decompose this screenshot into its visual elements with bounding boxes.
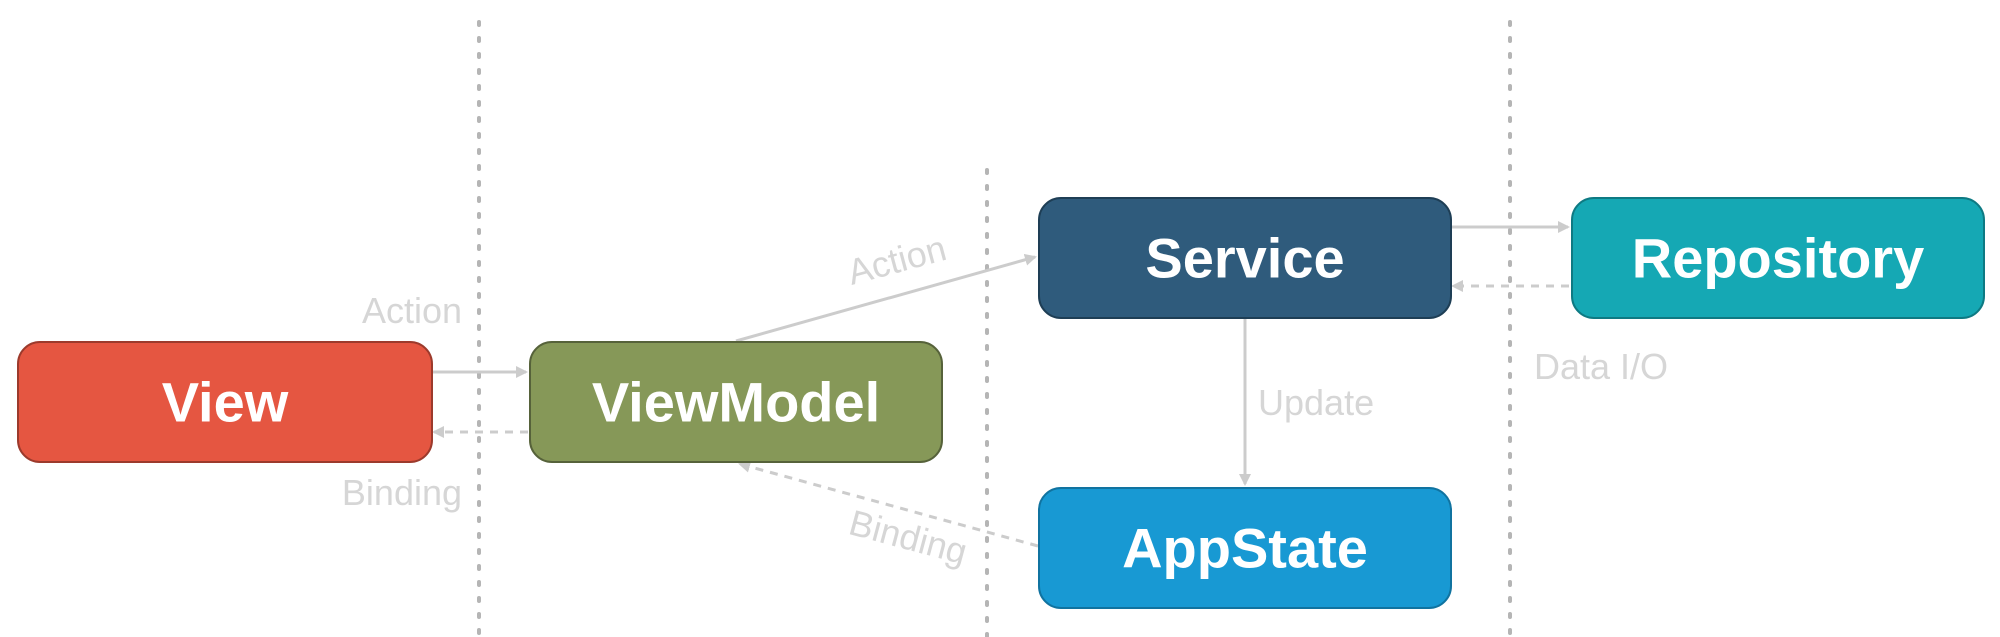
edge-label-view-action: Action bbox=[362, 290, 462, 331]
edge-label-data-io: Data I/O bbox=[1534, 346, 1668, 387]
edge-label-appstate-binding: Binding bbox=[845, 502, 972, 573]
node-view[interactable]: View bbox=[17, 341, 433, 463]
appstate-box bbox=[1038, 487, 1452, 609]
node-repository[interactable]: Repository bbox=[1571, 197, 1985, 319]
repository-box bbox=[1571, 197, 1985, 319]
view-box bbox=[17, 341, 433, 463]
service-box bbox=[1038, 197, 1452, 319]
viewmodel-box bbox=[529, 341, 943, 463]
appstate-label: AppState bbox=[1122, 517, 1368, 580]
service-label: Service bbox=[1145, 227, 1344, 290]
repository-label: Repository bbox=[1632, 227, 1925, 290]
edge-viewmodel-to-service bbox=[735, 253, 1037, 343]
node-service[interactable]: Service bbox=[1038, 197, 1452, 319]
edge-label-view-binding: Binding bbox=[342, 472, 462, 513]
view-label: View bbox=[162, 371, 289, 434]
viewmodel-label: ViewModel bbox=[592, 371, 880, 434]
edge-label-viewmodel-action: Action bbox=[843, 227, 950, 293]
node-viewmodel[interactable]: ViewModel bbox=[529, 341, 943, 463]
node-appstate[interactable]: AppState bbox=[1038, 487, 1452, 609]
edge-appstate-to-viewmodel bbox=[738, 460, 1039, 548]
edge-label-update: Update bbox=[1258, 382, 1374, 423]
